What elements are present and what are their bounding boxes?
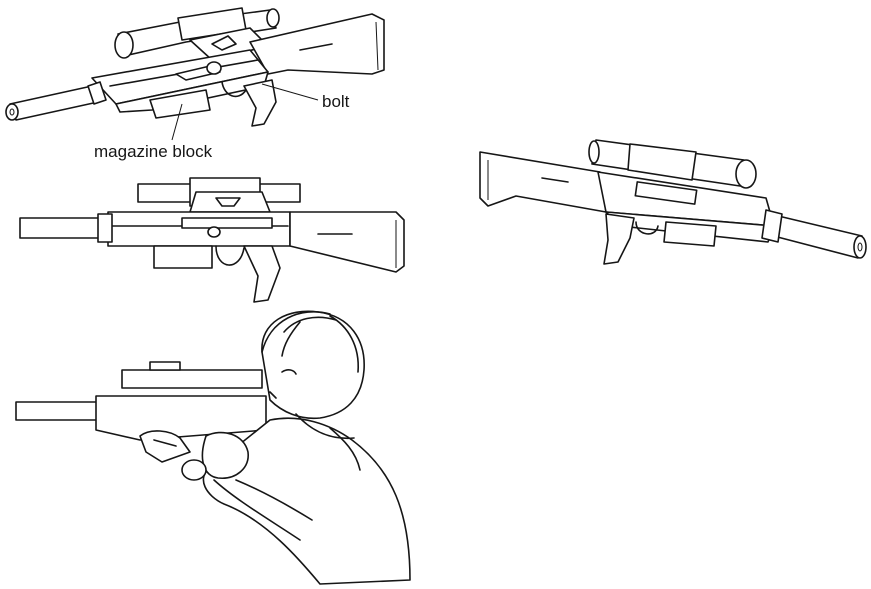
bolt-label: bolt [322,92,350,111]
figure-aiming-rifle [15,310,411,585]
rifle-perspective-top-left [5,7,385,127]
magazine-leader-line [171,103,183,141]
rifle-perspective-right [479,139,867,265]
rifle-side-view [19,177,405,303]
magazine-block-label: magazine block [94,142,213,161]
bolt-leader-line [261,83,319,101]
